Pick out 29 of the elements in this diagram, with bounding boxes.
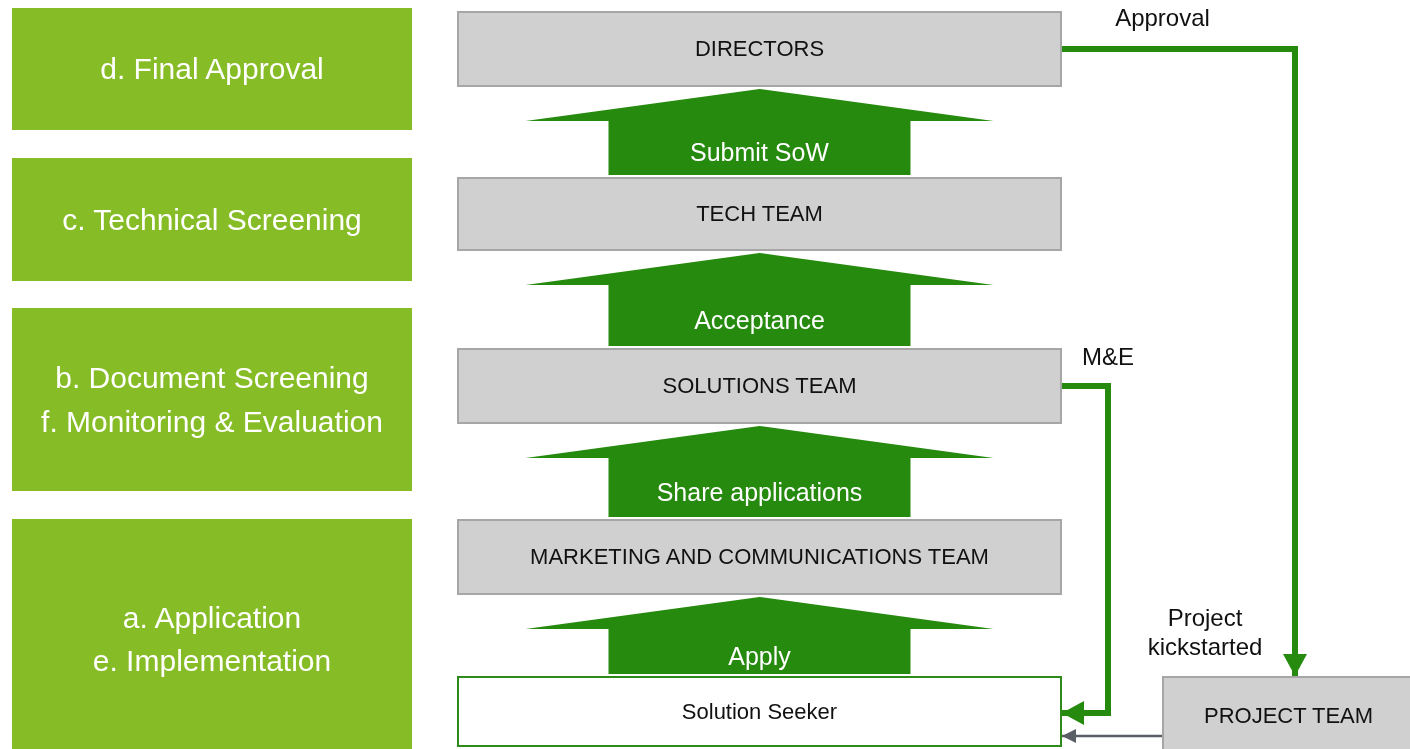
connector-arrow <box>1062 46 1307 676</box>
stage-label: b. Document Screening <box>55 360 369 396</box>
stage-label: c. Technical Screening <box>62 201 362 238</box>
stage-label: a. Application <box>122 599 302 636</box>
seeker-label: Solution Seeker <box>681 698 838 725</box>
team-label: SOLUTIONS TEAM <box>662 373 857 399</box>
team-box <box>1162 676 1410 749</box>
stage-band <box>12 308 412 491</box>
team-label: MARKETING AND COMMUNICATIONS TEAM <box>530 544 989 570</box>
stage-band <box>12 8 412 130</box>
seeker-box <box>457 676 1062 747</box>
stage-label: e. Implementation <box>92 643 332 679</box>
stage-label: f. Monitoring & Evaluation <box>41 403 383 440</box>
connector-arrow <box>1062 383 1111 725</box>
connector-arrow <box>1062 729 1162 743</box>
edge-label: Submit SoW <box>690 137 829 167</box>
team-box <box>457 348 1062 424</box>
team-box <box>457 177 1062 251</box>
edge-label: Acceptance <box>694 305 825 334</box>
edge-label: Share applications <box>656 477 863 506</box>
edge-label: Apply <box>728 641 791 670</box>
stage-band <box>12 519 412 749</box>
team-label: PROJECT TEAM <box>1204 703 1374 729</box>
team-box <box>457 11 1062 87</box>
team-label: TECH TEAM <box>696 201 823 227</box>
team-label: DIRECTORS <box>694 36 825 62</box>
stage-label: d. Final Approval <box>100 51 324 88</box>
team-box <box>457 519 1062 595</box>
stage-band <box>12 158 412 281</box>
